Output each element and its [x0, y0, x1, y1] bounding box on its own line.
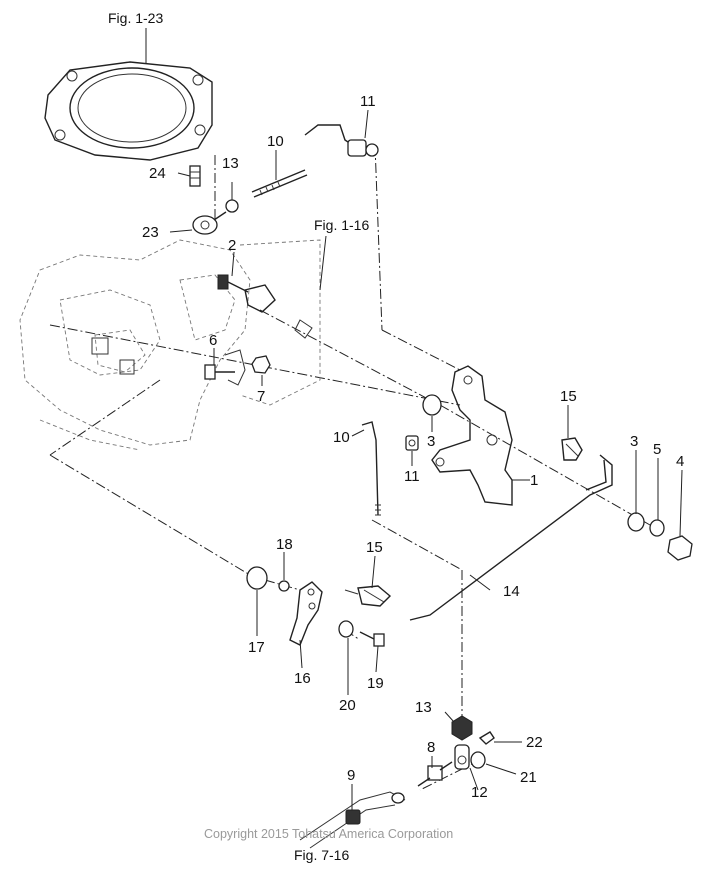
callout-19: 19 — [367, 675, 384, 692]
callout-1: 1 — [530, 472, 538, 489]
part-15-clip-upper — [561, 437, 583, 461]
part-11-fitting-upper — [347, 139, 379, 157]
part-11-fitting-lower — [405, 435, 419, 451]
copyright-watermark: Copyright 2015 Tohatsu America Corporati… — [204, 827, 453, 841]
bottom-linkage-eye — [391, 792, 405, 804]
callout-13a: 13 — [222, 155, 239, 172]
callout-2: 2 — [228, 237, 236, 254]
callout-3a: 3 — [427, 433, 435, 450]
callout-23: 23 — [142, 224, 159, 241]
fig-ref-bottom: Fig. 7-16 — [294, 847, 349, 863]
part-21-washer — [470, 751, 486, 769]
part-4-nut — [667, 535, 693, 561]
part-22-pin — [478, 731, 495, 745]
callout-18: 18 — [276, 536, 293, 553]
part-13-nut-lower — [451, 715, 473, 741]
part-10-rod-lower — [361, 421, 381, 516]
callout-6: 6 — [209, 332, 217, 349]
callout-17: 17 — [248, 639, 265, 656]
part-17-washer — [246, 566, 268, 590]
callout-11b: 11 — [404, 468, 420, 485]
part-18-washer — [278, 580, 290, 592]
leader-lines — [145, 28, 683, 810]
bottom-linkage-edge — [309, 804, 396, 849]
part-20-washer — [338, 620, 354, 638]
callout-5: 5 — [653, 441, 661, 458]
callout-7: 7 — [257, 388, 265, 405]
callout-9: 9 — [347, 767, 355, 784]
callout-22: 22 — [526, 734, 543, 751]
part-12-ball-joint — [454, 744, 470, 770]
part-19-bolt — [359, 631, 385, 647]
part-7-nut — [251, 355, 271, 374]
callout-11a: 11 — [360, 93, 376, 110]
fig-ref-middle: Fig. 1-16 — [314, 217, 369, 233]
part-8-stud — [417, 761, 453, 787]
callout-8: 8 — [427, 739, 435, 756]
engine-block-sketch — [19, 239, 321, 451]
callout-4: 4 — [676, 453, 684, 470]
part-1-bracket — [431, 365, 513, 506]
part-9-nut — [345, 809, 361, 825]
part-14-rod — [409, 454, 613, 621]
callout-10b: 10 — [333, 429, 350, 446]
bracket-sketch — [224, 349, 246, 386]
callout-15b: 15 — [366, 539, 383, 556]
assembly-lines — [49, 144, 651, 791]
part-16-lever — [289, 581, 323, 646]
part-6-screw — [204, 364, 235, 380]
callout-10a: 10 — [267, 133, 284, 150]
callout-12: 12 — [471, 784, 488, 801]
callout-3b: 3 — [630, 433, 638, 450]
pivot-bracket — [244, 284, 276, 313]
callout-21: 21 — [520, 769, 537, 786]
callout-14: 14 — [503, 583, 520, 600]
part-24-stud — [189, 165, 201, 187]
part-13-nut-upper — [225, 199, 239, 213]
part-23-ball-joint — [192, 211, 227, 235]
part-5-washer — [649, 519, 665, 537]
callout-20: 20 — [339, 697, 356, 714]
callout-13b: 13 — [415, 699, 432, 716]
callout-15a: 15 — [560, 388, 577, 405]
pivot-clip — [294, 319, 313, 339]
callout-16: 16 — [294, 670, 311, 687]
part-10-rod-upper — [251, 169, 308, 198]
part-2-bolt — [217, 274, 249, 293]
part-3-washer-right — [627, 512, 645, 532]
callout-24: 24 — [149, 165, 166, 182]
flywheel-cover-plate — [44, 61, 213, 161]
part-3-washer-upper — [422, 394, 442, 416]
fig-ref-top: Fig. 1-23 — [108, 10, 163, 26]
part-15-clip-lower — [344, 585, 392, 607]
